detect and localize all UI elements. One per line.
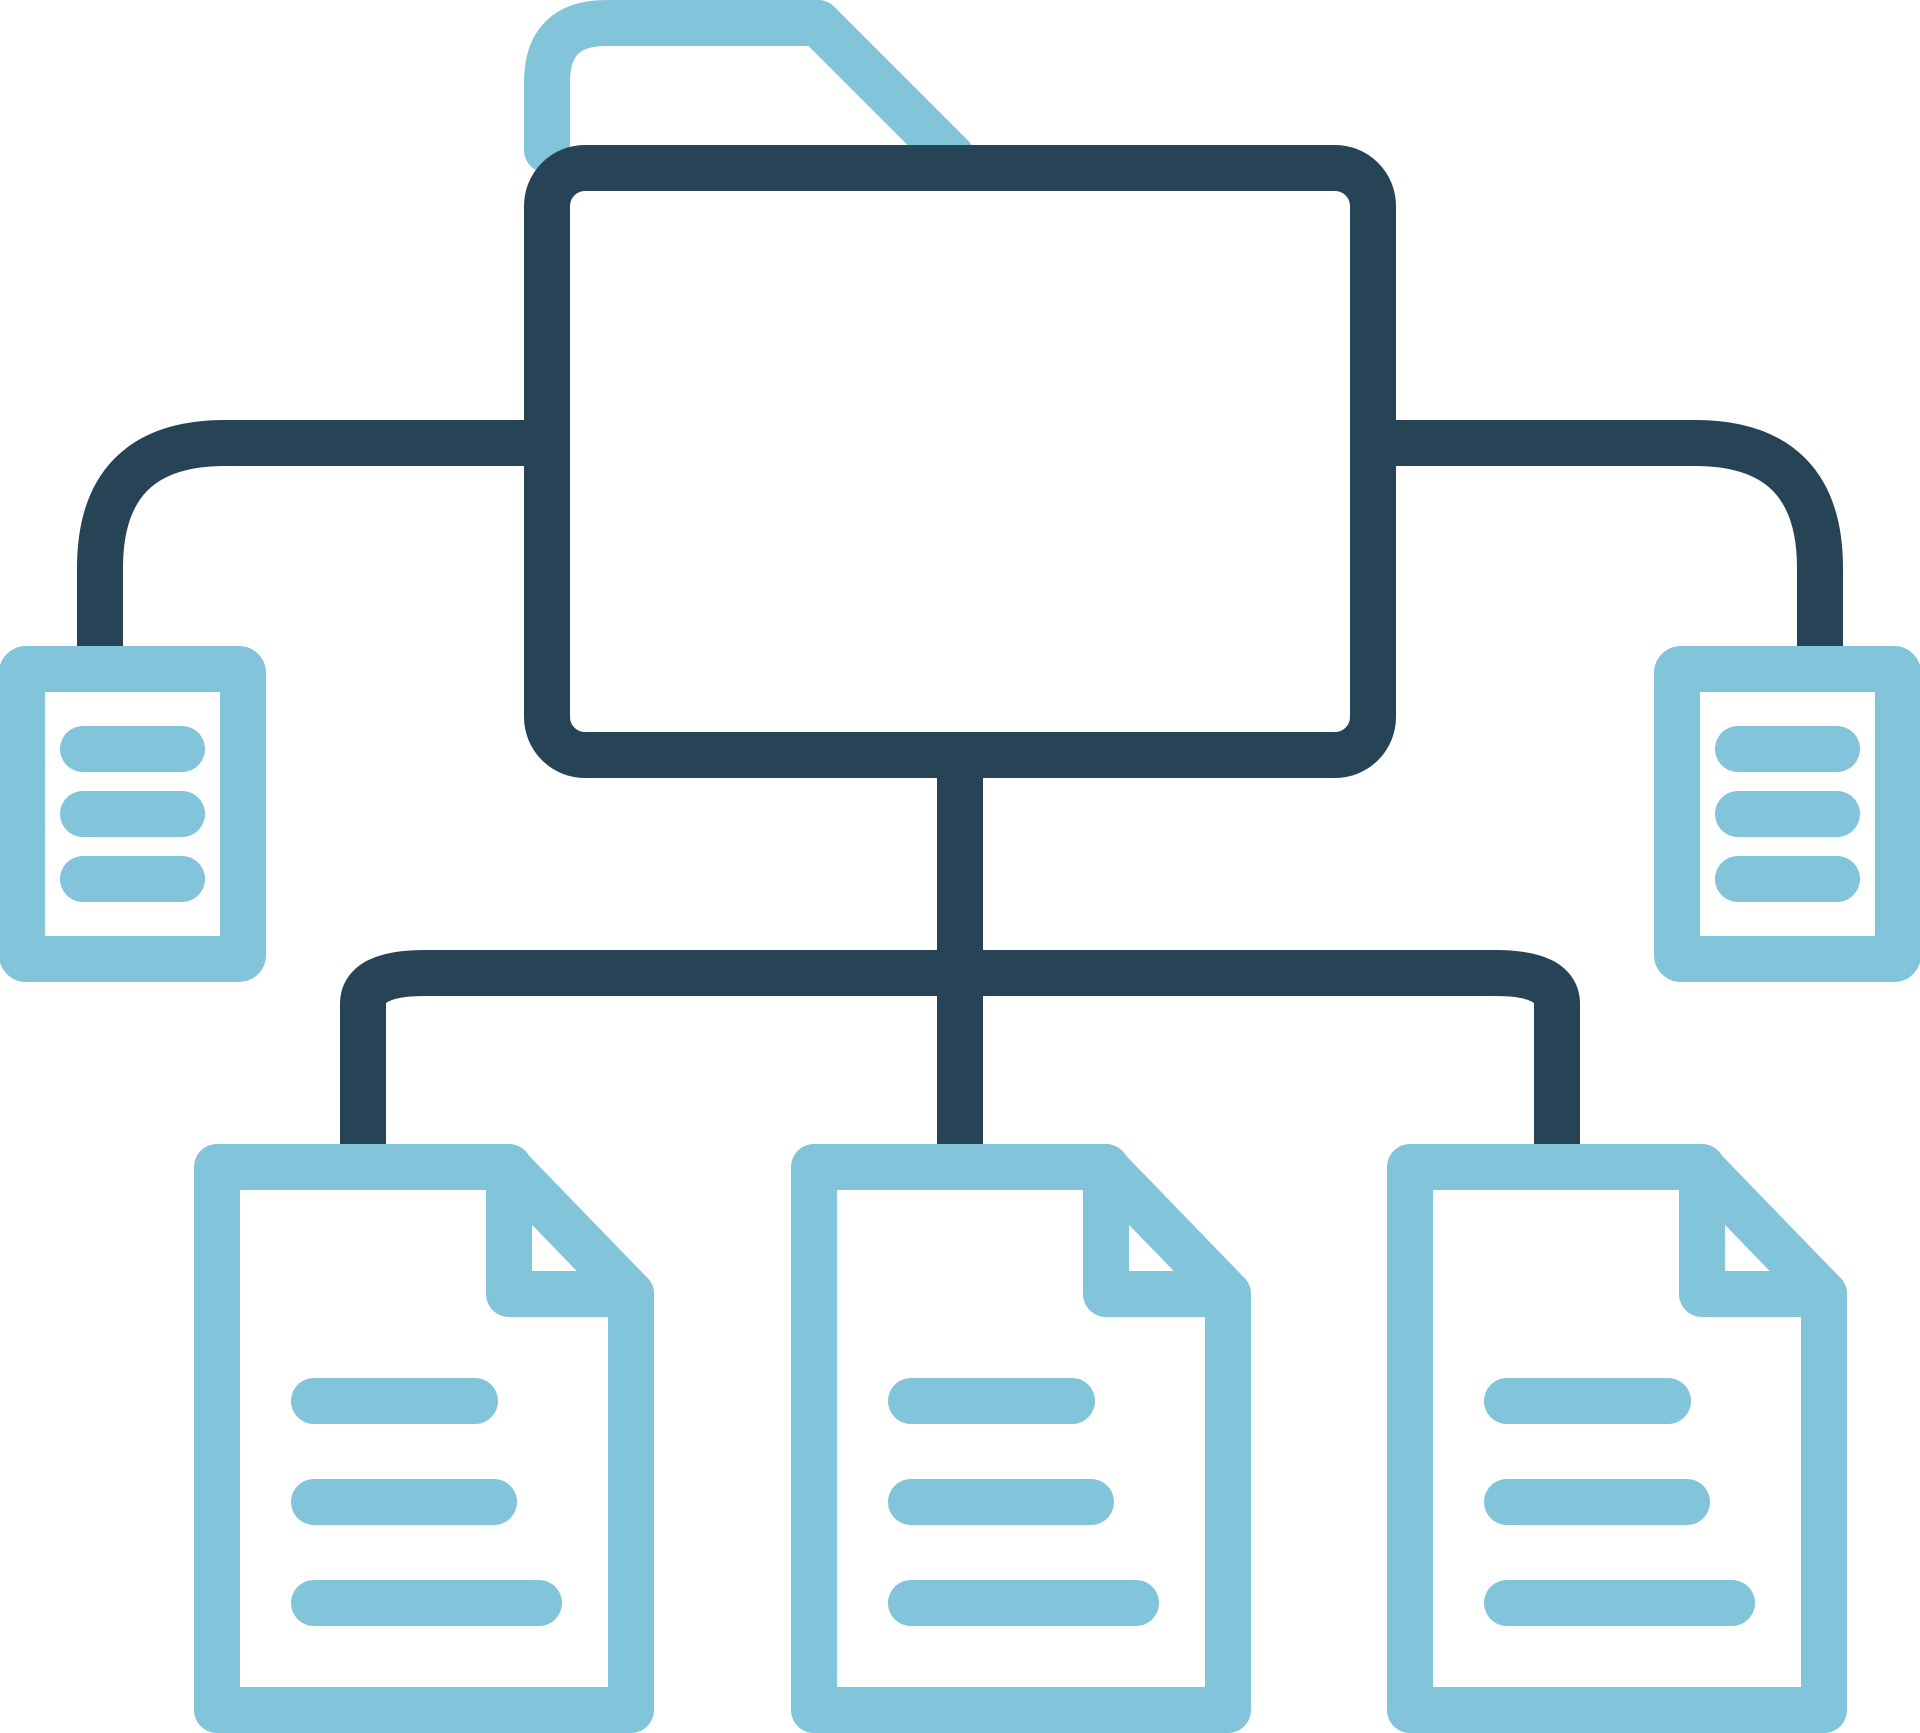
list-card-left-frame — [0, 646, 266, 982]
document-2 — [791, 1144, 1251, 1733]
document-1-fold — [486, 1144, 654, 1317]
document-2-fold — [1083, 1144, 1251, 1317]
folder-tab — [524, 0, 975, 180]
list-card-right — [1654, 646, 1920, 982]
list-card-left — [0, 646, 266, 982]
folder-body — [524, 145, 1396, 778]
connector-branch — [340, 950, 1580, 1173]
document-3-outline — [1387, 1144, 1847, 1733]
document-3 — [1387, 1144, 1847, 1733]
document-3-fold — [1679, 1144, 1847, 1317]
document-1-outline — [194, 1144, 654, 1733]
connector-right — [1350, 420, 1843, 673]
document-2-outline — [791, 1144, 1251, 1733]
connector-left — [77, 420, 570, 673]
list-card-right-frame — [1654, 646, 1920, 982]
document-1 — [194, 1144, 654, 1733]
